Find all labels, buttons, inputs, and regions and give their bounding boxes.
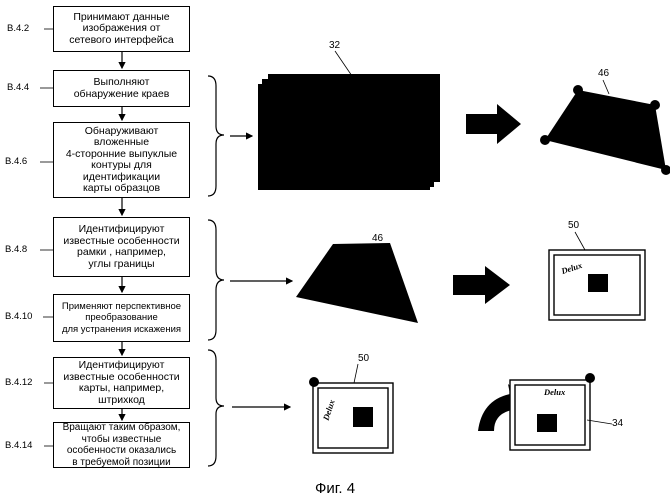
contour-46-corners <box>540 85 670 175</box>
ref-46-top: 46 <box>598 68 609 79</box>
contour-46 <box>296 243 418 323</box>
ref-50-right: 50 <box>568 220 579 231</box>
step-label-b48: B.4.8 <box>5 244 27 255</box>
transform-arrow-2 <box>453 266 510 304</box>
brace-2 <box>208 220 224 340</box>
step-label-b44: B.4.4 <box>7 82 29 93</box>
step-text-b42: Принимают данные изображения от сетевого… <box>69 12 173 47</box>
braces <box>208 76 224 466</box>
step-text-b410: Применяют перспективное преобразование д… <box>62 301 181 336</box>
ref-34: 34 <box>612 418 623 429</box>
step-label-b46: B.4.6 <box>5 156 27 167</box>
step-text-b44: Выполняют обнаружение краев <box>74 77 170 100</box>
step-box-b48: Идентифицируют известные особенности рам… <box>53 217 190 277</box>
step-label-b414: B.4.14 <box>5 440 32 451</box>
step-leaders <box>40 29 53 446</box>
step-text-b414: Вращают таким образом, чтобы известные о… <box>63 422 181 468</box>
card-34-final <box>510 373 595 450</box>
ref-32: 32 <box>329 40 340 51</box>
step-label-b410: B.4.10 <box>5 311 32 322</box>
step-label-b412: B.4.12 <box>5 377 32 388</box>
step-box-b414: Вращают таким образом, чтобы известные о… <box>53 422 190 468</box>
step-text-b48: Идентифицируют известные особенности рам… <box>63 224 179 270</box>
step-box-b44: Выполняют обнаружение краев <box>53 70 190 107</box>
step-label-b42: B.4.2 <box>7 23 29 34</box>
card-50-corrected <box>549 250 645 320</box>
step-text-b46: Обнаруживают вложенные 4-сторонние выпук… <box>66 126 177 195</box>
card-label-final: Delux <box>544 387 565 397</box>
step-box-b412: Идентифицируют известные особенности кар… <box>53 357 190 409</box>
image-32 <box>258 74 440 190</box>
figure-caption: Фиг. 4 <box>0 480 670 497</box>
transform-arrow-1 <box>466 104 521 144</box>
ref-50-bottom: 50 <box>358 353 369 364</box>
brace-3 <box>208 350 224 466</box>
step-box-b46: Обнаруживают вложенные 4-сторонние выпук… <box>53 122 190 198</box>
brace-1 <box>208 76 224 196</box>
ref-46-mid: 46 <box>372 233 383 244</box>
step-box-b42: Принимают данные изображения от сетевого… <box>53 6 190 52</box>
step-box-b410: Применяют перспективное преобразование д… <box>53 294 190 342</box>
step-text-b412: Идентифицируют известные особенности кар… <box>63 360 179 406</box>
